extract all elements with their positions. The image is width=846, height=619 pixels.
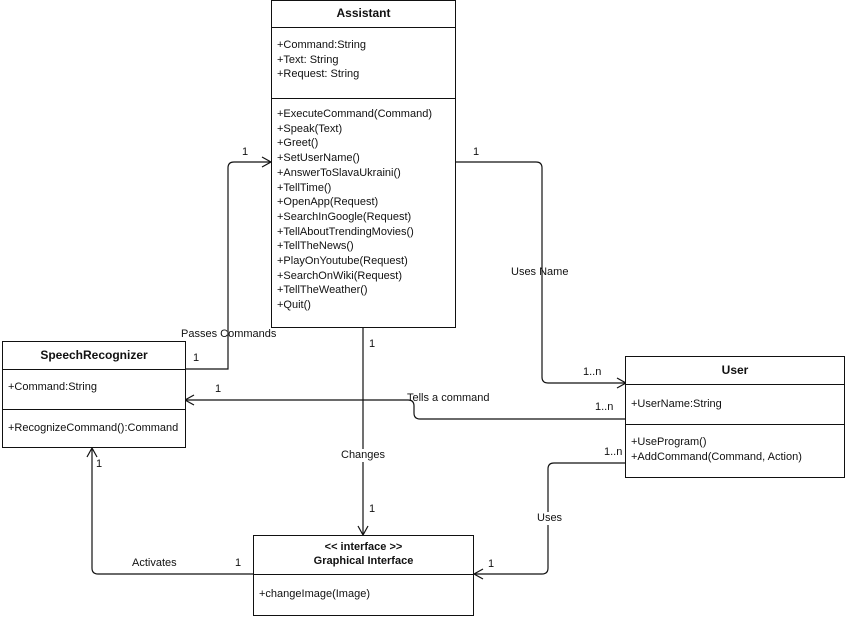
attribute: +Request: String bbox=[277, 68, 360, 81]
uses-name-line bbox=[456, 161, 625, 384]
method: +PlayOnYoutube(Request) bbox=[277, 255, 408, 268]
tells-command-source-multiplicity: 1..n bbox=[595, 401, 614, 413]
attributes-section: +Command:String +Text: String +Request: … bbox=[272, 27, 455, 98]
method: +TellAboutTrendingMovies() bbox=[277, 225, 414, 238]
method: +AddCommand(Command, Action) bbox=[631, 450, 802, 463]
method: +AnswerToSlavaUkraini() bbox=[277, 166, 401, 179]
class-name: SpeechRecognizer bbox=[40, 348, 148, 362]
name-section: << interface >> Graphical Interface bbox=[254, 536, 473, 574]
uses-source-multiplicity: 1..n bbox=[604, 446, 623, 458]
method: +TellTheWeather() bbox=[277, 284, 368, 297]
attribute: +UserName:String bbox=[631, 398, 722, 410]
attribute: +Command:String bbox=[277, 39, 366, 51]
method: +RecognizeCommand():Command bbox=[8, 422, 179, 434]
uses-arrowhead bbox=[472, 568, 484, 580]
attribute: +Text: String bbox=[277, 53, 339, 66]
uses-name-target-multiplicity: 1..n bbox=[583, 366, 602, 378]
attributes-section: +Command:String bbox=[3, 369, 185, 409]
passes-commands-line bbox=[185, 161, 270, 370]
changes-source-multiplicity: 1 bbox=[369, 338, 376, 350]
changes-target-multiplicity: 1 bbox=[369, 503, 376, 515]
method: +TellTheNews() bbox=[277, 240, 354, 253]
method: +Greet() bbox=[277, 137, 319, 150]
passes-commands-label: Passes Commands bbox=[181, 328, 277, 340]
uses-name-source-multiplicity: 1 bbox=[473, 146, 480, 158]
activates-label: Activates bbox=[132, 557, 177, 569]
attribute: +Command:String bbox=[8, 381, 97, 393]
methods-section: +UseProgram() +AddCommand(Command, Actio… bbox=[626, 424, 844, 464]
passes-commands-target-multiplicity: 1 bbox=[242, 146, 249, 158]
uses-label: Uses bbox=[537, 512, 563, 525]
methods-section: +RecognizeCommand():Command bbox=[3, 409, 185, 436]
tells-command-label: Tells a command bbox=[407, 392, 490, 404]
method: +Speak(Text) bbox=[277, 122, 343, 135]
speech-recognizer-class: SpeechRecognizer +Command:String +Recogn… bbox=[2, 341, 186, 448]
method: +Quit() bbox=[277, 299, 311, 312]
method: +changeImage(Image) bbox=[259, 588, 370, 600]
user-class: User +UserName:String +UseProgram() +Add… bbox=[625, 356, 845, 478]
uses-target-multiplicity: 1 bbox=[488, 558, 495, 570]
method: +TellTime() bbox=[277, 181, 332, 194]
passes-commands-source-multiplicity: 1 bbox=[193, 352, 200, 364]
method: +ExecuteCommand(Command) bbox=[277, 108, 432, 120]
tells-command-line bbox=[186, 399, 625, 420]
activates-line bbox=[91, 449, 253, 575]
methods-section: +ExecuteCommand(Command) +Speak(Text) +G… bbox=[272, 98, 455, 313]
interface-stereotype: << interface >> bbox=[324, 541, 403, 553]
method: +SearchInGoogle(Request) bbox=[277, 210, 412, 223]
tells-command-target-multiplicity: 1 bbox=[215, 383, 222, 395]
uses-name-label: Uses Name bbox=[511, 266, 569, 278]
attributes-section: +UserName:String bbox=[626, 384, 844, 424]
method: +SearchOnWiki(Request) bbox=[277, 269, 403, 282]
class-name: Graphical Interface bbox=[313, 555, 414, 567]
changes-label: Changes bbox=[341, 449, 386, 462]
activates-target-multiplicity: 1 bbox=[96, 458, 103, 470]
graphical-interface-class: << interface >> Graphical Interface +cha… bbox=[253, 535, 474, 616]
method: +SetUserName() bbox=[277, 152, 360, 165]
method: +OpenApp(Request) bbox=[277, 196, 379, 209]
class-name: User bbox=[721, 363, 749, 377]
method: +UseProgram() bbox=[631, 436, 707, 448]
methods-section: +changeImage(Image) bbox=[254, 574, 473, 602]
assistant-class: Assistant +Command:String +Text: String … bbox=[271, 0, 456, 328]
activates-source-multiplicity: 1 bbox=[235, 557, 242, 569]
activates-arrowhead bbox=[86, 446, 98, 458]
class-name: Assistant bbox=[336, 6, 391, 20]
